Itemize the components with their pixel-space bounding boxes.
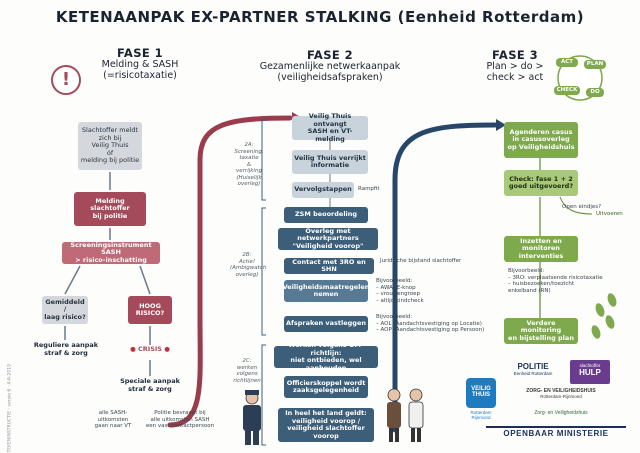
side-credit: TEKENINSTRUCTIE · versie 6 · 4-6-2019: [7, 364, 13, 453]
box-gemiddeld: Gemiddeld /laag risico?: [42, 296, 88, 324]
pdca-plan: PLAN: [584, 60, 606, 69]
note-rampfit: Rampfit: [358, 186, 380, 192]
box-zsm: ZSM beoordeling: [284, 207, 368, 223]
box-screening: Screeningsinstrument SASH> risico-inscha…: [62, 241, 160, 264]
veilig-thuis-logo: VEILIG THUIS: [466, 378, 496, 408]
note-2b: 2B:Actie!(Ambigwatch overleg): [230, 252, 267, 278]
police-officer-figure: [243, 390, 261, 445]
note-uitvoeren: Uitvoeren: [596, 211, 623, 217]
fase3-heading: FASE 3 Plan > do > check > act: [486, 48, 544, 83]
exclamation-icon: !: [61, 69, 71, 90]
box-heel-land: In heel het land geldt:veiligheid voorop…: [278, 408, 374, 442]
openbaar-ministerie-logo: OPENBAAR MINISTERIE: [486, 426, 626, 440]
pdca-check: CHECK: [554, 86, 580, 95]
note-juridisch: Juridische bijstand slachtoffer: [380, 258, 462, 264]
pdca-act: ACT: [556, 58, 578, 67]
box-vervolgstappen: Vervolgstappen: [292, 182, 354, 198]
box-contact: Contact met 3RO en SHN: [284, 258, 374, 274]
note-bijv2: Bijvoorbeeld:– AOL (Aandachtsvestiging o…: [376, 314, 485, 333]
box-overleg: Overleg met netwerkpartners"Veiligheid v…: [278, 227, 378, 250]
couple-figures: [387, 388, 424, 442]
box-afspraken: Afspraken vastleggen: [284, 316, 368, 332]
fase1-heading: FASE 1 Melding & SASH (=risicotaxatie): [101, 46, 179, 81]
note-bijv1: Bijvoorbeeld:– AWARE-knop– vrouwengroep–…: [376, 278, 424, 304]
pdca-do: DO: [586, 88, 604, 97]
zorg-veiligheidshuis-logo: ZORG- EN VEILIGHEIDSHUIS Rotterdam-Rijnm…: [526, 388, 596, 399]
note-bijv3: Bijvoorbeeld:– 3RO: verplaatsende risico…: [508, 268, 603, 294]
note-2a: 2A:Screening,taxatie&verrijking(Huiselij…: [234, 142, 264, 187]
label-crisis: ● CRISIS ●: [130, 345, 170, 353]
page-title: KETENAANPAK EX-PARTNER STALKING (Eenheid…: [55, 8, 585, 26]
note-open-eindjes: Open eindjes?: [562, 204, 602, 210]
vt-sub-logo: Rotterdam Rijnmond: [470, 410, 492, 420]
box-om-richtlijn: Werken volgens OM-richtlijn:niet ontbied…: [274, 341, 378, 371]
fase2-heading: FASE 2 Gezamenlijke netwerkaanpak (veili…: [259, 48, 401, 83]
slachtofferhulp-logo: slachtoffer HULP: [570, 360, 610, 384]
zorg-veiligheidshuis-logo-2: Zorg- en Veiligheidshuis: [534, 410, 588, 416]
politie-logo: POLITIE Eenheid Rotterdam: [513, 362, 553, 376]
